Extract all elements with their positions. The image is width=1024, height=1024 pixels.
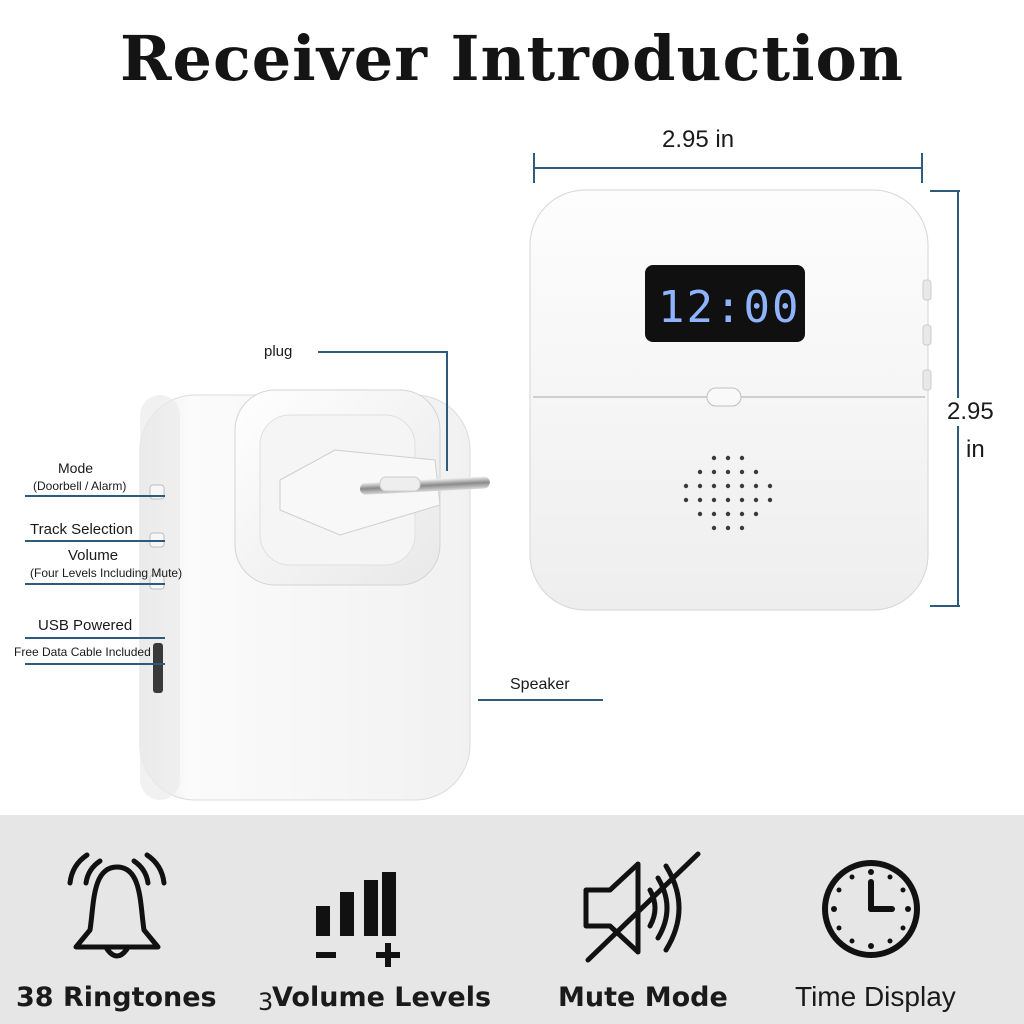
speaker-hole: [753, 483, 759, 489]
clock-icon: [822, 860, 920, 958]
speaker-label: Speaker: [510, 676, 570, 693]
mode-sublabel: (Doorbell / Alarm): [33, 479, 127, 493]
width-dimension-line: [533, 167, 923, 169]
width-dimension-label: 2.95 in: [662, 126, 735, 153]
receiver-back-view: [139, 389, 490, 801]
mode-label: Mode: [58, 460, 94, 476]
speaker-hole: [725, 455, 731, 461]
speaker-hole: [753, 497, 759, 503]
plug-leader-line: [318, 351, 448, 353]
speaker-hole: [697, 511, 703, 517]
speaker-hole: [697, 497, 703, 503]
usb-leader-line: [25, 637, 165, 639]
speaker-leader-line: [478, 699, 603, 701]
speaker-hole: [683, 483, 689, 489]
speaker-hole: [711, 455, 717, 461]
speaker-hole: [753, 469, 759, 475]
usb-cable-leader-line: [25, 663, 165, 665]
speaker-hole: [739, 483, 745, 489]
width-dimension-cap-right: [921, 153, 923, 183]
mode-leader-line: [25, 495, 165, 497]
speaker-muted-icon: [583, 851, 701, 963]
page-title: Receiver Introduction: [120, 22, 904, 95]
height-dimension-unit: in: [966, 436, 985, 464]
volume-bars-icon: [316, 872, 400, 967]
speaker-hole: [697, 469, 703, 475]
speaker-hole: [711, 525, 717, 531]
speaker-hole: [725, 511, 731, 517]
speaker-hole: [739, 525, 745, 531]
usb-sublabel: Free Data Cable Included: [14, 645, 151, 659]
speaker-hole: [725, 525, 731, 531]
height-dimension-value: 2.95: [947, 398, 994, 426]
height-dimension-cap-top: [930, 190, 960, 192]
speaker-hole: [711, 497, 717, 503]
height-dimension-cap-bottom: [930, 605, 960, 607]
width-dimension-cap-left: [533, 153, 535, 183]
speaker-hole: [711, 469, 717, 475]
display-time: 12:00: [658, 282, 801, 333]
speaker-hole: [683, 497, 689, 503]
speaker-hole: [739, 511, 745, 517]
receiver-front-view: [529, 189, 932, 611]
feature-label-ringtones: 38 Ringtones: [16, 982, 217, 1013]
features-panel: [0, 815, 1024, 1024]
bell-ringing-icon: [67, 852, 167, 959]
feature-prefix-volume: 3: [258, 988, 274, 1016]
track-selection-label: Track Selection: [30, 521, 133, 538]
usb-powered-label: USB Powered: [38, 617, 133, 634]
feature-label-mute: Mute Mode: [558, 982, 728, 1013]
speaker-hole: [711, 483, 717, 489]
speaker-hole: [725, 483, 731, 489]
speaker-grille: [683, 455, 773, 531]
speaker-hole: [725, 497, 731, 503]
feature-label-time: Time Display: [795, 981, 956, 1012]
volume-label: Volume: [68, 547, 119, 564]
speaker-hole: [739, 455, 745, 461]
speaker-hole: [753, 511, 759, 517]
volume-sublabel: (Four Levels Including Mute): [30, 566, 183, 580]
track-leader-line: [25, 540, 165, 542]
speaker-hole: [711, 511, 717, 517]
volume-leader-line: [25, 583, 165, 585]
speaker-hole: [739, 469, 745, 475]
speaker-hole: [697, 483, 703, 489]
speaker-hole: [739, 497, 745, 503]
speaker-hole: [725, 469, 731, 475]
speaker-hole: [767, 497, 773, 503]
feature-label-volume: Volume Levels: [272, 982, 492, 1013]
plug-label: plug: [264, 343, 293, 360]
speaker-hole: [767, 483, 773, 489]
plug-leader-drop: [446, 351, 448, 471]
